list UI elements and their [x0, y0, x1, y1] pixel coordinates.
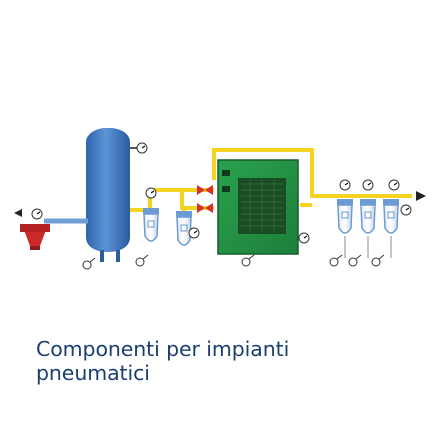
pre-filter-gauge	[188, 227, 200, 239]
compressor	[20, 224, 50, 250]
dryer-gauge	[298, 232, 310, 244]
caption-title: Componenti per impianti pneumatici	[36, 337, 426, 385]
refrigerated-dryer	[217, 159, 299, 255]
inlet-arrow	[14, 209, 22, 217]
air-receiver-tank	[86, 128, 130, 262]
pneumatic-system-diagram	[14, 128, 426, 270]
tank-outlet-gauge	[145, 187, 157, 199]
tank-pressure-gauge	[130, 142, 148, 154]
line-filter-1	[337, 199, 353, 234]
bypass-valves	[197, 185, 213, 213]
line-filter-2	[360, 199, 376, 234]
line-filter-gauges	[339, 179, 412, 216]
outlet-arrow	[416, 191, 426, 201]
pre-filter	[176, 211, 192, 246]
caption-line-1: Componenti per impianti	[36, 337, 290, 361]
tank-outlet-filter	[143, 208, 159, 242]
condensate-drains	[82, 236, 392, 270]
compressor-gauge	[31, 208, 43, 220]
caption-line-2: pneumatici	[36, 361, 150, 385]
line-filter-3	[383, 199, 399, 234]
